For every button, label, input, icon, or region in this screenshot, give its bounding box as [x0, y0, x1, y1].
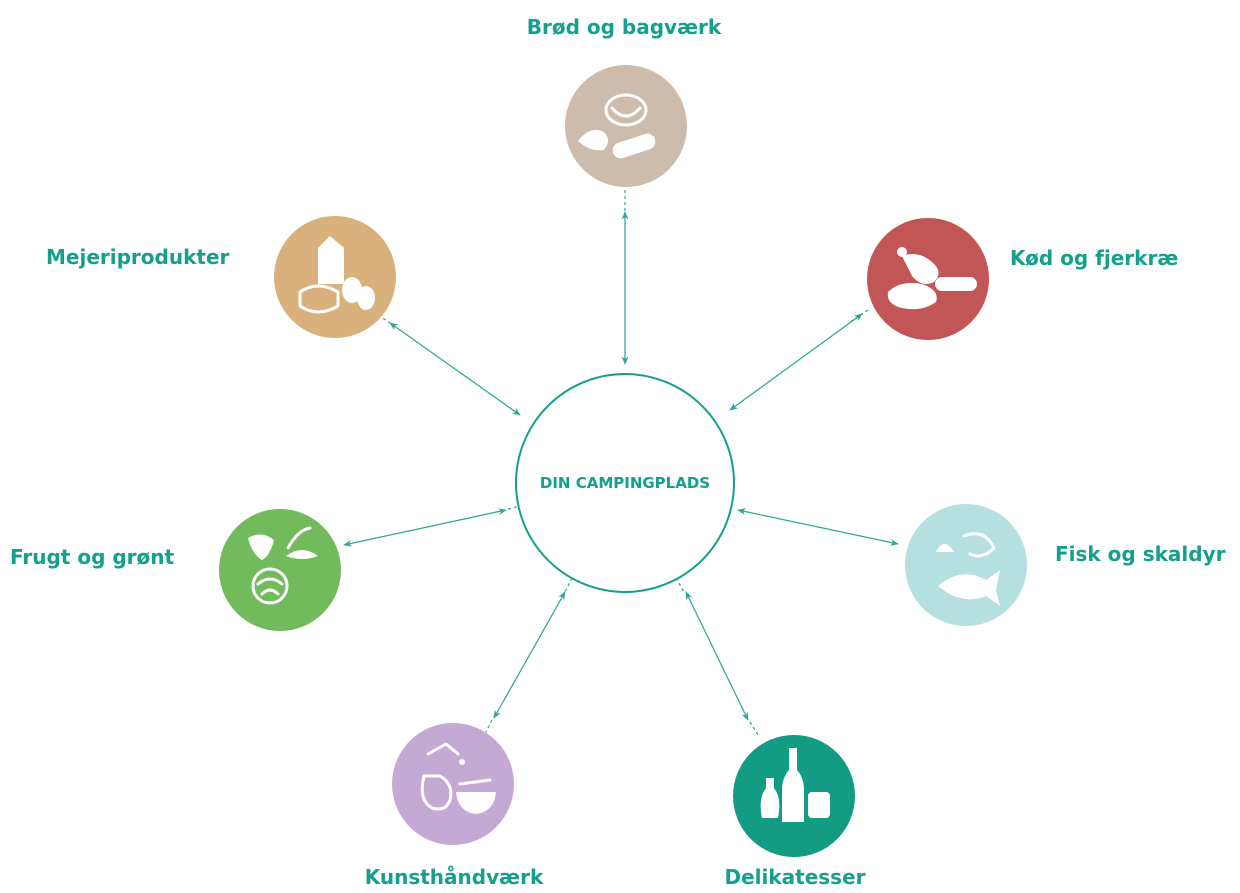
node-delikatesser: Delikatesser [724, 735, 866, 889]
node-frugt: Frugt og grønt [10, 509, 341, 631]
node-fisk-label: Fisk og skaldyr [1055, 542, 1226, 566]
meat-drumstick-sausage-icon [887, 247, 977, 310]
center-label: DIN CAMPINGPLADS [540, 474, 710, 492]
milk-cheese-eggs-icon [298, 236, 375, 314]
node-frugt-circle [219, 509, 341, 631]
node-kunst-circle [392, 723, 514, 845]
node-brod: Brød og bagværk [527, 15, 722, 187]
connector-fisk [737, 508, 899, 546]
node-mejeri-label: Mejeriprodukter [46, 245, 230, 269]
node-brod-label: Brød og bagværk [527, 15, 722, 39]
node-mejeri: Mejeriprodukter [46, 216, 396, 338]
center-circle [515, 373, 735, 593]
connector-kunst-dash2 [485, 719, 493, 733]
node-fisk: Fisk og skaldyr [905, 504, 1226, 626]
connector-kod [729, 313, 863, 411]
strawberry-cabbage-herbs-icon [248, 526, 318, 605]
pottery-crafts-icon [420, 742, 496, 814]
bread-pretzel-croissant-icon [578, 93, 656, 159]
node-delikatesser-label: Delikatesser [724, 865, 865, 889]
bottles-jar-icon [760, 748, 830, 822]
connector-delikatesser-dash2 [749, 721, 759, 736]
connector-kunst [493, 591, 566, 719]
connector-delikatesser-dash [675, 577, 685, 593]
connector-kunst-dash [564, 577, 573, 593]
center-node: DIN CAMPINGPLADS [515, 373, 735, 593]
node-kod-label: Kød og fjerkræ [1010, 246, 1178, 270]
connector-frugt [343, 508, 507, 547]
connector-delikatesser [685, 591, 749, 721]
connector-mejeri [389, 322, 521, 416]
node-frugt-label: Frugt og grønt [10, 545, 175, 569]
node-fisk-circle [905, 504, 1027, 626]
node-kunst: Kunsthåndværk [365, 723, 544, 889]
node-kod: Kød og fjerkræ [867, 218, 1178, 340]
connector-frugt-dash [507, 505, 521, 510]
node-kunst-label: Kunsthåndværk [365, 865, 544, 889]
fish-shrimp-shell-icon [936, 532, 1000, 606]
